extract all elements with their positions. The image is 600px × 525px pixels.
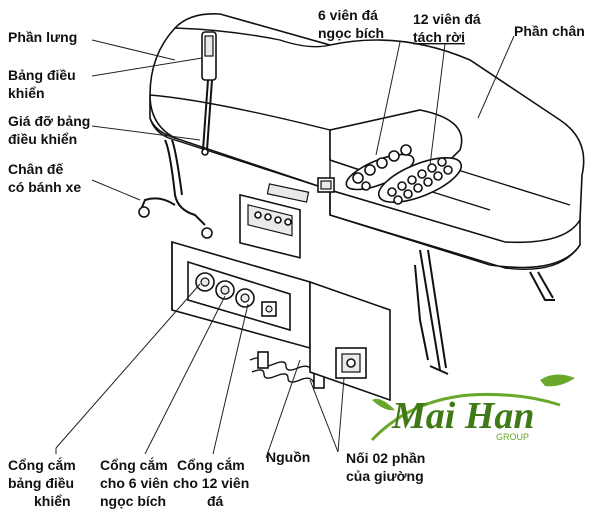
label-cong-bang-line2: bảng điều [8, 475, 74, 491]
logo-name: Mai Han [391, 395, 535, 437]
label-cong-bang-line1: Cổng cắm [8, 456, 76, 473]
label-cong-6-line1: Cổng cắm [100, 456, 168, 473]
mai-han-logo: Mai Han GROUP [370, 374, 575, 442]
separate-stones-12 [377, 157, 463, 205]
label-gia-do-line2: điều khiển [8, 131, 77, 147]
annotation-labels: Phần lưng Bảng điều khiển Giá đỡ bảng đi… [8, 7, 585, 509]
label-nguon: Nguồn [266, 449, 310, 465]
label-cong-bang-line3: khiển [34, 493, 71, 509]
label-ngoc-bich-line1: 6 viên đá [318, 7, 378, 23]
label-cong-6-line2: cho 6 viên [100, 475, 168, 491]
leader-lines [55, 35, 515, 459]
label-cong-12-line3: đá [207, 493, 224, 509]
label-noi-line1: Nối 02 phần [346, 450, 425, 466]
label-gia-do-line1: Giá đỡ bảng [8, 113, 90, 129]
label-cong-6-line3: ngọc bích [100, 493, 166, 509]
label-bang-dieu-khien-line1: Bảng điều [8, 67, 76, 83]
label-phan-chan: Phần chân [514, 23, 585, 39]
label-chan-de-line1: Chân đế [8, 161, 63, 177]
label-ngoc-bich-line2: ngọc bích [318, 25, 384, 41]
label-chan-de-line2: có bánh xe [8, 179, 81, 195]
label-tach-roi-line2: tách rời [413, 29, 465, 45]
label-noi-line2: của giường [346, 468, 424, 484]
control-panel-remote [201, 31, 217, 156]
label-cong-12-line2: cho 12 viên [173, 475, 249, 491]
jade-stones-6 [345, 144, 415, 191]
label-bang-dieu-khien-line2: khiển [8, 85, 45, 101]
ports-detail-panel [171, 240, 391, 402]
label-tach-roi-line1: 12 viên đá [413, 11, 481, 27]
logo-group: GROUP [496, 432, 529, 442]
label-phan-lung: Phần lưng [8, 29, 77, 45]
label-cong-12-line1: Cổng cắm [177, 456, 245, 473]
